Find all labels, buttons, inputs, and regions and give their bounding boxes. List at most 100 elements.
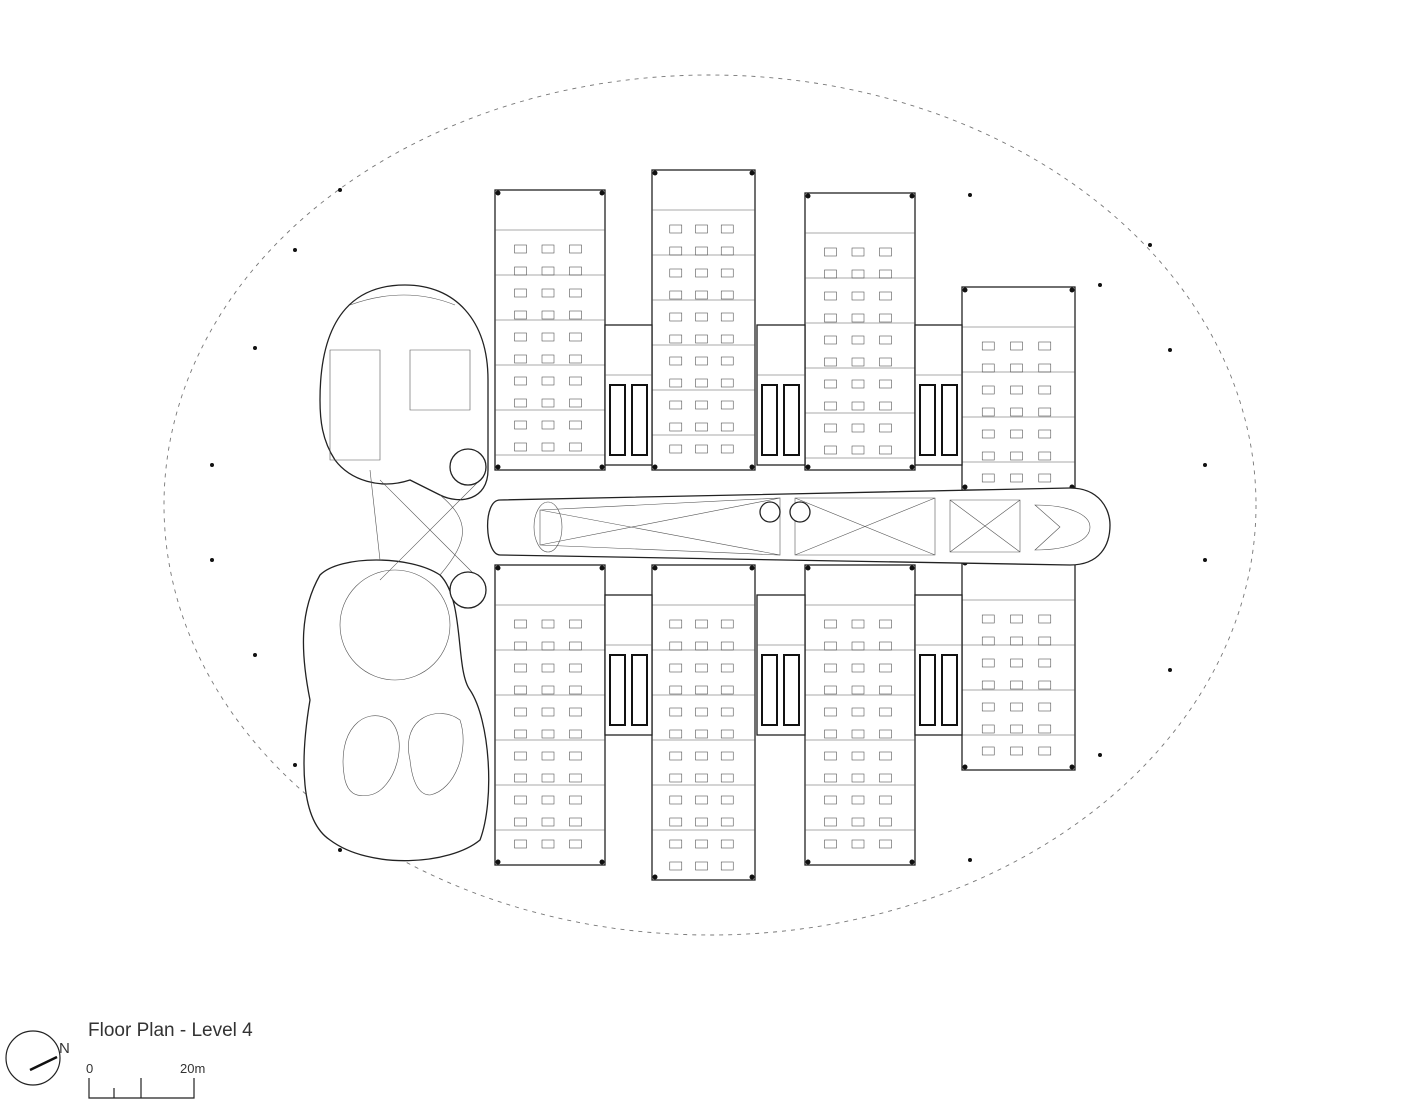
desk-cluster — [1038, 385, 1052, 395]
desk-cluster — [541, 266, 555, 276]
desk-cluster — [514, 244, 527, 254]
desk-cluster — [879, 247, 892, 257]
desk-cluster — [1038, 473, 1052, 483]
scale-bar — [88, 1078, 195, 1099]
scale-start-label: 0 — [86, 1061, 94, 1076]
service-core — [756, 594, 806, 736]
desk-cluster — [569, 420, 582, 430]
lower-lobe — [302, 559, 490, 862]
desk-cluster — [569, 751, 582, 761]
desk-cluster — [879, 751, 892, 761]
scale-end-label: 20m — [180, 1061, 206, 1076]
desk-cluster — [541, 310, 555, 320]
desk-cluster — [1038, 636, 1052, 646]
desk-cluster — [514, 354, 527, 364]
structural-column — [1069, 764, 1075, 770]
stair-core-north — [449, 448, 487, 486]
office-wing — [804, 192, 916, 471]
desk-cluster — [541, 332, 555, 342]
elevator-shaft — [783, 654, 800, 726]
stair — [609, 654, 626, 726]
desk-cluster — [879, 795, 892, 805]
desk-cluster — [879, 685, 892, 695]
structural-column — [909, 565, 915, 571]
structural-column — [962, 484, 968, 490]
desk-cluster — [720, 707, 734, 717]
desk-cluster — [695, 751, 708, 761]
structural-column — [495, 565, 501, 571]
central-corridor — [486, 487, 1111, 566]
corridor-void-1 — [539, 497, 781, 556]
structural-column — [495, 190, 501, 196]
structural-column — [909, 859, 915, 865]
desk-cluster — [695, 817, 708, 827]
desk-cluster — [720, 773, 734, 783]
site-column — [338, 848, 342, 852]
desk-cluster — [1010, 746, 1023, 756]
desk-cluster — [879, 335, 892, 345]
structural-column — [909, 193, 915, 199]
auditorium-seating — [329, 294, 471, 461]
desk-cluster — [720, 641, 734, 651]
desk-cluster — [695, 422, 708, 432]
desk-cluster — [824, 795, 837, 805]
desk-cluster — [1010, 614, 1023, 624]
desk-cluster — [541, 817, 555, 827]
north-label: N — [59, 1040, 70, 1057]
site-column — [210, 558, 214, 562]
desk-cluster — [569, 685, 582, 695]
site-column — [293, 763, 297, 767]
desk-cluster — [720, 861, 734, 871]
site-column — [1203, 463, 1207, 467]
desk-cluster — [981, 724, 995, 734]
desk-cluster — [514, 795, 527, 805]
desk-cluster — [669, 773, 683, 783]
desk-cluster — [720, 378, 734, 388]
desk-cluster — [695, 312, 708, 322]
desk-cluster — [851, 773, 865, 783]
desk-cluster — [981, 658, 995, 668]
desk-cluster — [695, 268, 708, 278]
desk-cluster — [569, 817, 582, 827]
desk-cluster — [569, 266, 582, 276]
desk-cluster — [569, 839, 582, 849]
site-column — [253, 653, 257, 657]
desk-cluster — [879, 269, 892, 279]
desk-cluster — [669, 400, 683, 410]
site-column — [1098, 753, 1102, 757]
desk-cluster — [851, 247, 865, 257]
corridor-column-2 — [789, 501, 811, 523]
desk-cluster — [514, 685, 527, 695]
desk-cluster — [824, 357, 837, 367]
desk-cluster — [851, 751, 865, 761]
elevator-shaft — [783, 384, 800, 456]
site-column — [1203, 558, 1207, 562]
desk-cluster — [824, 773, 837, 783]
structural-column — [1069, 287, 1075, 293]
desk-cluster — [981, 746, 995, 756]
desk-cluster — [569, 442, 582, 452]
structural-column — [599, 464, 605, 470]
desk-cluster — [1010, 451, 1023, 461]
desk-cluster — [720, 268, 734, 278]
site-column — [968, 193, 972, 197]
desk-cluster — [879, 839, 892, 849]
structural-column — [495, 859, 501, 865]
desk-cluster — [541, 773, 555, 783]
desk-cluster — [851, 729, 865, 739]
desk-cluster — [879, 641, 892, 651]
desk-cluster — [824, 619, 837, 629]
desk-cluster — [851, 357, 865, 367]
desk-cluster — [695, 641, 708, 651]
desk-cluster — [541, 641, 555, 651]
desk-cluster — [669, 312, 683, 322]
desk-cluster — [824, 751, 837, 761]
structural-column — [805, 464, 811, 470]
desk-cluster — [669, 795, 683, 805]
service-core — [756, 324, 806, 466]
office-wing — [494, 189, 606, 471]
desk-cluster — [569, 354, 582, 364]
site-column — [1168, 668, 1172, 672]
structural-column — [652, 874, 658, 880]
